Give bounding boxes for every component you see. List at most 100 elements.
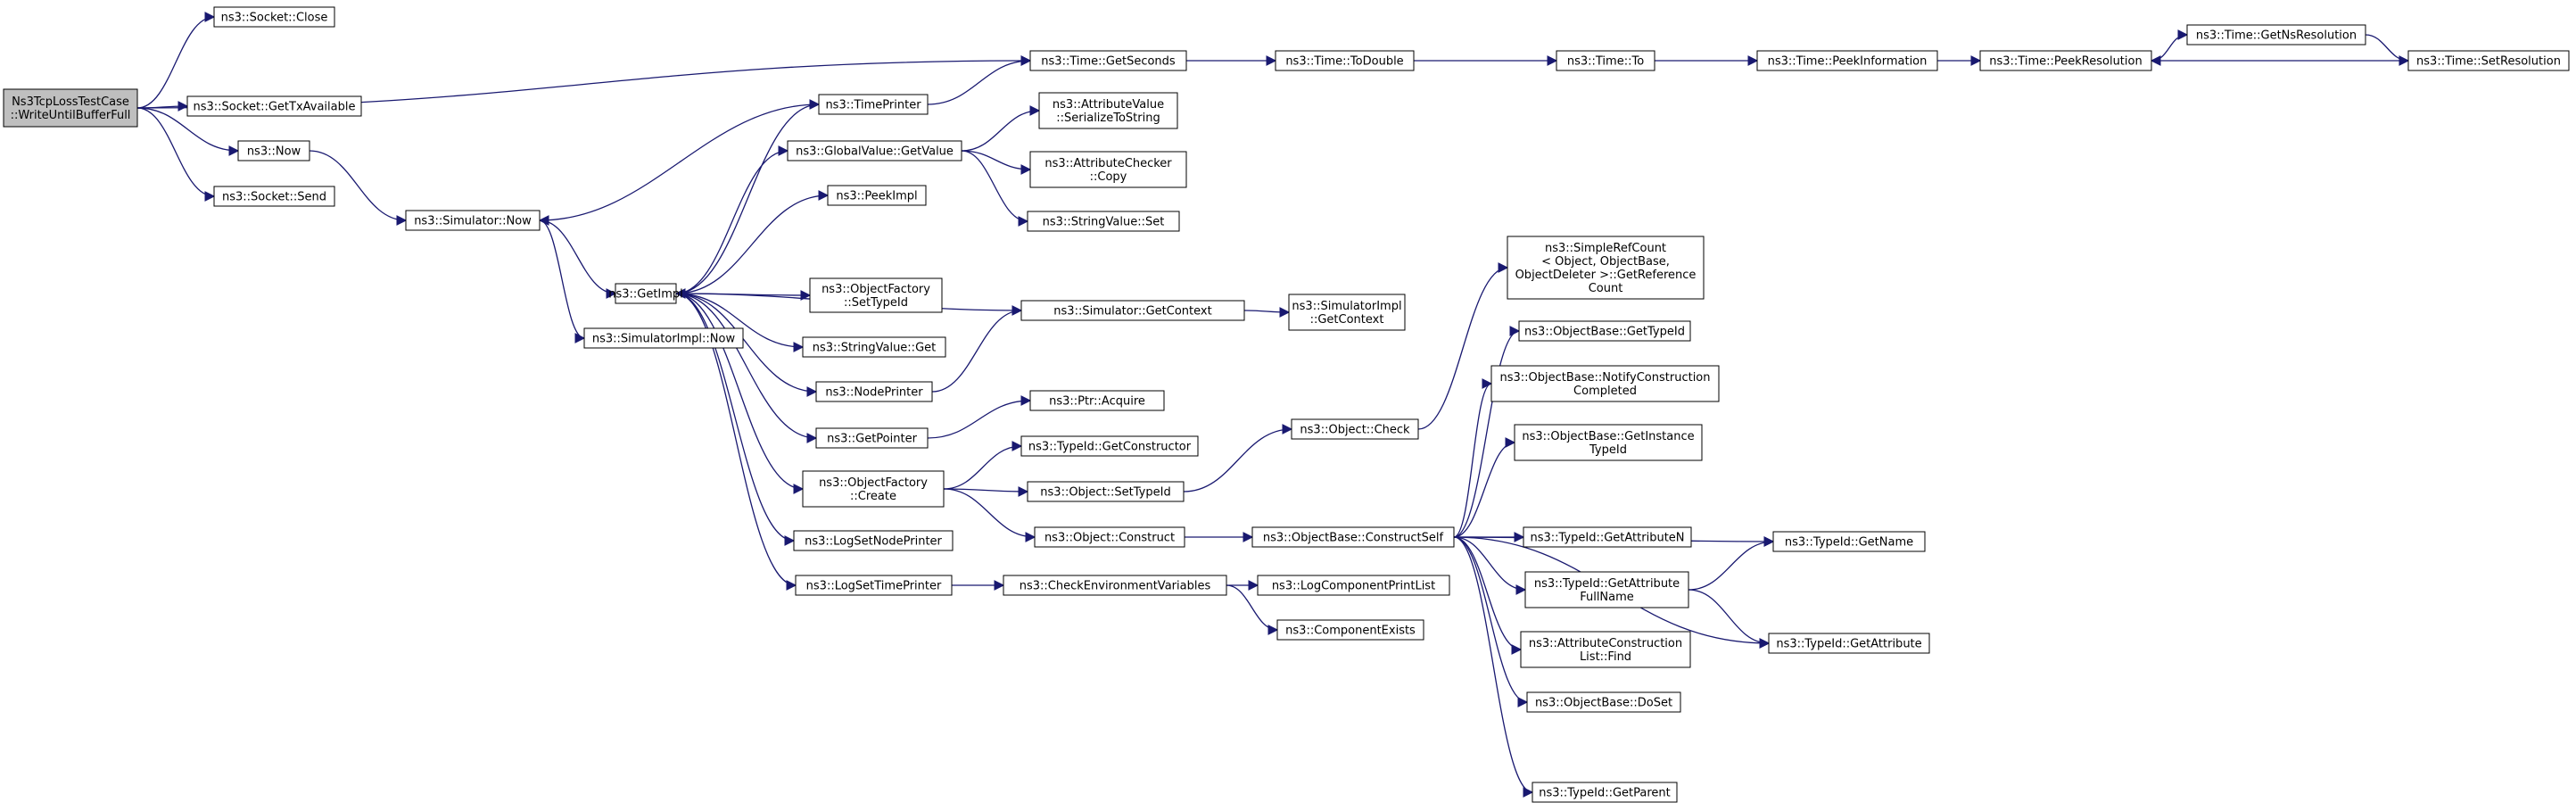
node-peekInfo[interactable]: ns3::Time::PeekInformation: [1756, 50, 1938, 71]
node-peekRes[interactable]: ns3::Time::PeekResolution: [1979, 50, 2152, 71]
edge-getImpl-to-nodePrinter: [675, 293, 818, 397]
node-label: ns3::StringValue::Set: [1043, 216, 1165, 229]
node-box: [1257, 575, 1450, 596]
node-label: ns3::TypeId::GetAttributeN: [1530, 532, 1684, 545]
node-setRes[interactable]: ns3::Time::SetResolution: [2407, 50, 2570, 71]
edge-gvGet-to-svSet: [961, 150, 1029, 227]
node-label: ns3::SimulatorImpl::Now: [592, 333, 736, 346]
node-box: [186, 95, 362, 117]
node-box: [1029, 390, 1165, 411]
node-simGetCtx[interactable]: ns3::Simulator::GetContext: [1020, 300, 1245, 321]
node-box: [1523, 526, 1692, 548]
node-tidGetAttr[interactable]: ns3::TypeId::GetAttribute: [1768, 633, 1930, 654]
node-objSetTid[interactable]: ns3::Object::SetTypeId: [1027, 481, 1185, 502]
node-now[interactable]: ns3::Now: [237, 140, 310, 161]
node-box: [1520, 631, 1691, 668]
node-obGetTid[interactable]: ns3::ObjectBase::GetTypeId: [1518, 320, 1691, 342]
edge-getImpl-to-svGet: [675, 293, 805, 352]
node-getSeconds[interactable]: ns3::Time::GetSeconds: [1029, 50, 1187, 71]
node-gvGet[interactable]: ns3::GlobalValue::GetValue: [787, 140, 962, 161]
node-label: ns3::StringValue::Get: [813, 342, 936, 355]
node-box: [1027, 211, 1180, 232]
edge-ofCreate-to-objCons: [943, 488, 1036, 542]
node-box: [3, 88, 138, 128]
node-checkEnv[interactable]: ns3::CheckEnvironmentVariables: [1003, 575, 1227, 596]
node-box: [795, 575, 953, 596]
node-logSetNode[interactable]: ns3::LogSetNodePrinter: [793, 530, 954, 551]
edge-obConsSelf-to-obGetInst: [1453, 437, 1516, 538]
node-box: [1034, 526, 1185, 548]
node-objCheck[interactable]: ns3::Object::Check: [1291, 418, 1419, 440]
node-srcGetRef[interactable]: ns3::SimpleRefCount< Object, ObjectBase,…: [1507, 236, 1705, 300]
node-box: [1288, 294, 1406, 331]
node-label: ns3::SimulatorImpl: [1292, 300, 1401, 313]
node-box: [2407, 50, 2570, 71]
node-nodePrinter[interactable]: ns3::NodePrinter: [815, 381, 933, 402]
edge-timePrinter-to-simNow: [538, 103, 820, 226]
node-toDouble[interactable]: ns3::Time::ToDouble: [1275, 50, 1415, 71]
node-box: [1003, 575, 1227, 596]
node-ptrAcq[interactable]: ns3::Ptr::Acquire: [1029, 390, 1165, 411]
node-box: [1251, 526, 1455, 548]
node-box: [1532, 782, 1678, 803]
node-timeTo[interactable]: ns3::Time::To: [1556, 50, 1655, 71]
node-label: ns3::Now: [247, 145, 301, 159]
node-sockClose[interactable]: ns3::Socket::Close: [213, 6, 335, 28]
node-obNotify[interactable]: ns3::ObjectBase::NotifyConstructionCompl…: [1490, 365, 1720, 402]
node-tidGetParent[interactable]: ns3::TypeId::GetParent: [1532, 782, 1678, 803]
node-label: ns3::ObjectBase::ConstructSelf: [1263, 532, 1444, 545]
node-ofCreate[interactable]: ns3::ObjectFactory::Create: [802, 470, 945, 508]
node-label: ns3::TypeId::GetConstructor: [1028, 441, 1192, 454]
node-getPointer[interactable]: ns3::GetPointer: [815, 427, 929, 449]
node-label: ns3::Socket::Close: [221, 12, 328, 25]
node-timePrinter[interactable]: ns3::TimePrinter: [818, 94, 929, 115]
node-label: ns3::Object::Construct: [1044, 532, 1175, 545]
node-logSetTime[interactable]: ns3::LogSetTimePrinter: [795, 575, 953, 596]
node-label: ns3::GetPointer: [827, 433, 917, 446]
node-tidGetName[interactable]: ns3::TypeId::GetName: [1772, 531, 1926, 552]
edge-simNow-to-getImpl: [539, 219, 617, 299]
node-ofSetTid[interactable]: ns3::ObjectFactory::SetTypeId: [809, 277, 943, 313]
edge-objSetTid-to-objCheck: [1183, 424, 1293, 492]
edge-gvGet-to-avSer: [961, 105, 1041, 152]
node-peekImpl[interactable]: ns3::PeekImpl: [827, 185, 927, 206]
edge-root-to-sockSend: [136, 107, 216, 202]
node-label: ns3::ObjectBase::NotifyConstruction: [1500, 371, 1711, 385]
node-sockTx[interactable]: ns3::Socket::GetTxAvailable: [186, 95, 362, 117]
node-tidGetCons[interactable]: ns3::TypeId::GetConstructor: [1020, 435, 1199, 457]
node-box: [405, 210, 541, 231]
node-compExists[interactable]: ns3::ComponentExists: [1276, 619, 1424, 641]
edge-tidGetAttrFN-to-tidGetAttr: [1688, 589, 1771, 649]
node-getNsRes[interactable]: ns3::Time::GetNsResolution: [2186, 24, 2366, 46]
node-root[interactable]: Ns3TcpLossTestCase::WriteUntilBufferFull: [3, 88, 138, 128]
node-label: ::Create: [850, 490, 896, 503]
node-box: [1979, 50, 2152, 71]
node-simImplNow[interactable]: ns3::SimulatorImpl::Now: [583, 327, 744, 349]
node-svGet[interactable]: ns3::StringValue::Get: [802, 336, 946, 358]
node-label: ns3::AttributeConstruction: [1529, 637, 1682, 650]
node-box: [1038, 92, 1178, 129]
node-label: < Object, ObjectBase,: [1541, 255, 1670, 269]
node-objCons[interactable]: ns3::Object::Construct: [1034, 526, 1185, 548]
node-avSer[interactable]: ns3::AttributeValue::SerializeToString: [1038, 92, 1178, 129]
node-simNow[interactable]: ns3::Simulator::Now: [405, 210, 541, 231]
node-obDoSet[interactable]: ns3::ObjectBase::DoSet: [1526, 691, 1681, 713]
node-acCopy[interactable]: ns3::AttributeChecker::Copy: [1029, 151, 1187, 188]
node-tidGetAttrN[interactable]: ns3::TypeId::GetAttributeN: [1523, 526, 1692, 548]
edge-root-to-sockClose: [136, 12, 216, 109]
node-label: Ns3TcpLossTestCase: [12, 95, 129, 109]
node-logCompPL[interactable]: ns3::LogComponentPrintList: [1257, 575, 1450, 596]
node-getImpl[interactable]: ns3::GetImpl: [608, 283, 683, 304]
node-label: ns3::Simulator::Now: [414, 215, 532, 228]
node-svSet[interactable]: ns3::StringValue::Set: [1027, 211, 1180, 232]
node-simImplCtx[interactable]: ns3::SimulatorImpl::GetContext: [1288, 294, 1406, 331]
edge-obConsSelf-to-obDoSet: [1453, 536, 1529, 708]
node-sockSend[interactable]: ns3::Socket::Send: [213, 186, 335, 207]
node-obConsSelf[interactable]: ns3::ObjectBase::ConstructSelf: [1251, 526, 1455, 548]
node-box: [1276, 619, 1424, 641]
edge-now-to-simNow: [309, 150, 408, 226]
node-label: ns3::ObjectBase::GetInstance: [1522, 430, 1694, 443]
